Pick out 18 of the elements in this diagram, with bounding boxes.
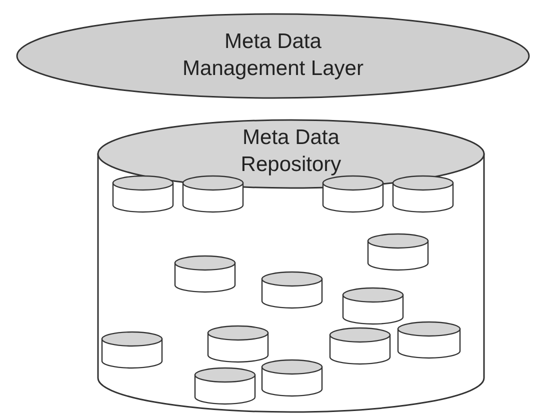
database-cylinder: [175, 256, 235, 292]
layer-ellipse: [16, 13, 530, 99]
database-cylinder: [393, 176, 453, 212]
database-cylinder: [368, 234, 428, 270]
database-cylinder: [102, 332, 162, 368]
database-cylinder: [262, 360, 322, 396]
node-label: Meta Data Management Layer: [182, 29, 364, 82]
database-cylinder: [398, 322, 460, 358]
node-label: Meta Data Repository: [240, 125, 342, 178]
database-cylinder: [183, 176, 243, 212]
repository-cylinder: [98, 120, 484, 412]
database-cylinder: [195, 368, 255, 404]
database-cylinder: [262, 272, 322, 308]
database-cylinder: [343, 288, 403, 324]
database-cylinder: [330, 328, 390, 364]
database-cylinder: [323, 176, 383, 212]
database-cylinder: [113, 176, 173, 212]
database-cylinder: [208, 326, 268, 362]
